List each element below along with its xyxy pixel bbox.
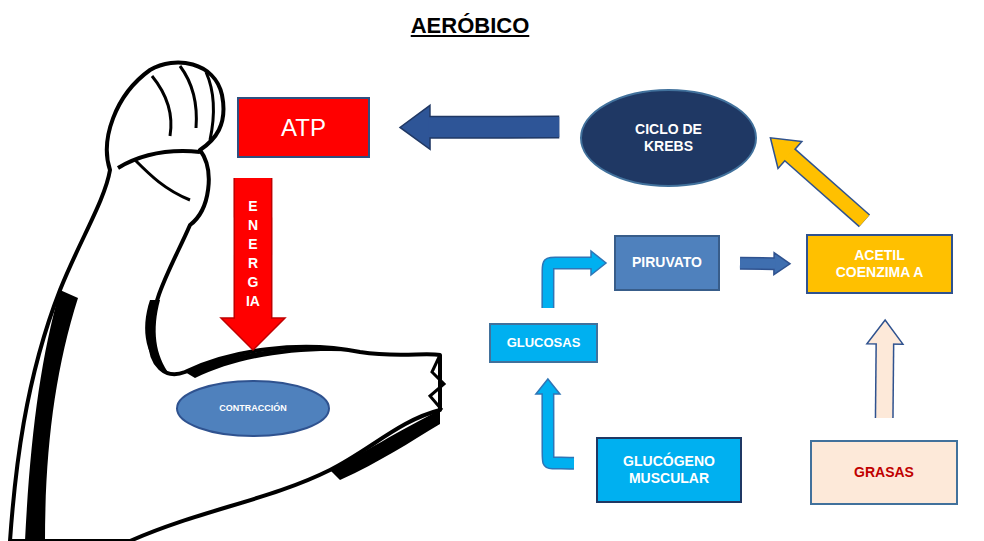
arrow-shaft xyxy=(740,258,776,268)
arm-shading xyxy=(145,300,170,375)
arrow-shaft xyxy=(548,263,593,308)
arm-silhouette xyxy=(10,62,440,541)
ellipse-shape xyxy=(581,90,756,186)
arrow-head xyxy=(221,318,285,350)
metabolite-box: GLUCOSAS xyxy=(489,323,598,363)
finger-line xyxy=(206,72,213,140)
metabolite-box: ACETIL COENZIMA A xyxy=(806,234,953,294)
arrow-shaft xyxy=(789,154,865,221)
node-label: CONTRACCIÓN xyxy=(219,403,287,414)
block-arrow xyxy=(867,320,903,418)
node-label: PIRUVATO xyxy=(632,254,702,272)
arm-shading xyxy=(185,348,360,378)
block-arrow xyxy=(400,105,559,149)
node-label: GLUCOSAS xyxy=(507,335,581,351)
node-label: GLUCÓGENO MUSCULAR xyxy=(609,453,729,488)
node-label: ACETIL COENZIMA A xyxy=(825,247,935,282)
arm-shading xyxy=(25,290,78,541)
block-arrow xyxy=(536,379,574,463)
node-label: CICLO DE KREBS xyxy=(624,121,714,156)
arrow-shaft xyxy=(876,342,893,418)
node-label: ATP xyxy=(281,113,326,143)
cycle-ellipse: CICLO DE KREBS xyxy=(580,89,757,187)
muscle-ellipse: CONTRACCIÓN xyxy=(176,380,330,437)
shoulder-edge xyxy=(430,355,444,410)
finger-line xyxy=(180,66,196,128)
arrow-head xyxy=(536,379,560,394)
arrow-shaft-outline xyxy=(548,263,591,308)
arrow-head xyxy=(867,320,903,344)
diagram-title: AERÓBICO xyxy=(370,13,570,39)
block-arrow xyxy=(740,253,790,275)
block-arrow xyxy=(221,178,285,350)
arrow-label: ENERGIA xyxy=(246,197,260,311)
arrow-head xyxy=(774,253,790,275)
ellipse-shape xyxy=(177,381,329,436)
arrow-head xyxy=(400,105,430,149)
arrow-shaft xyxy=(235,178,271,320)
block-arrow xyxy=(770,138,864,221)
metabolite-box: PIRUVATO xyxy=(614,235,720,291)
thumb-line xyxy=(135,160,190,200)
block-arrow xyxy=(548,251,606,308)
arm-shading xyxy=(330,410,440,480)
arrow-head xyxy=(591,251,606,275)
node-label: GRASAS xyxy=(854,464,914,482)
arrow-shaft xyxy=(429,117,560,137)
source-box: GRASAS xyxy=(810,440,958,505)
finger-line xyxy=(152,76,171,136)
thumb-line xyxy=(118,151,200,168)
product-box: ATP xyxy=(237,97,370,158)
source-box: GLUCÓGENO MUSCULAR xyxy=(596,437,742,503)
arrow-shaft xyxy=(548,393,574,464)
